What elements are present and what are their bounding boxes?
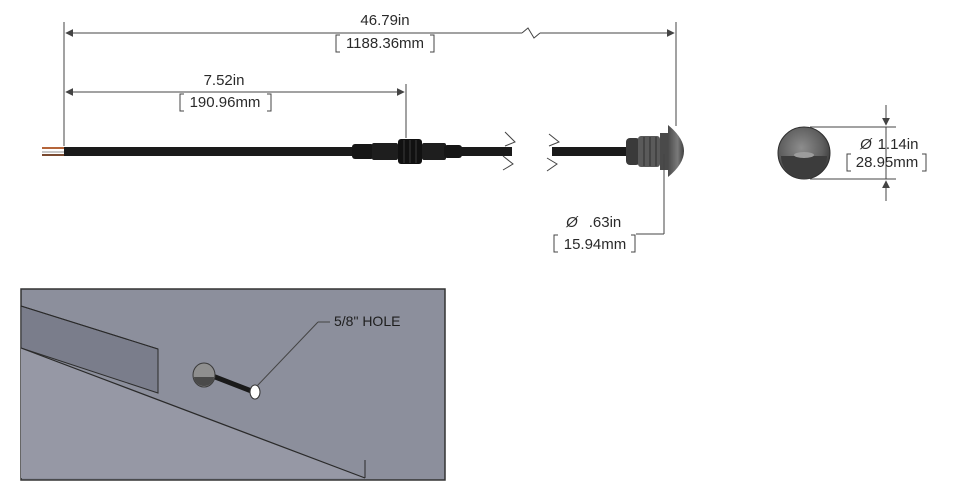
cable-break-left [502,131,516,171]
cable-left [64,147,354,156]
hole-callout-label: 5/8" HOLE [334,313,400,329]
stem-diameter-imperial: .63in [589,214,622,231]
dim-face-diameter: Ø 1.14in 28.95mm [810,105,927,201]
connector-length-imperial: 7.52in [204,72,245,89]
cable-assembly [42,125,684,177]
overall-length-metric: 1188.36mm [346,35,424,52]
face-diameter-symbol: Ø [859,136,873,153]
dim-stem-diameter: Ø .63in 15.94mm [553,154,665,253]
dim-connector-length: 7.52in 190.96mm [65,72,407,138]
connector-length-metric: 190.96mm [190,94,261,111]
cable-break-right [546,133,560,172]
face-diameter-imperial: 1.14in [878,136,919,153]
install-fixture [192,362,261,400]
cable-right [552,147,630,156]
cable-connector [352,139,462,164]
hole-callout: 5/8" HOLE [256,313,400,387]
cable-middle [460,147,512,156]
stem-diameter-metric: 15.94mm [564,236,627,253]
face-diameter-metric: 28.95mm [856,154,919,171]
dim-overall-length: 46.79in 1188.36mm [63,12,677,146]
fixture-front-view [777,126,831,180]
stem-diameter-symbol: Ø [565,214,579,231]
fixture-side-profile [626,125,684,177]
overall-length-imperial: 46.79in [360,12,409,29]
